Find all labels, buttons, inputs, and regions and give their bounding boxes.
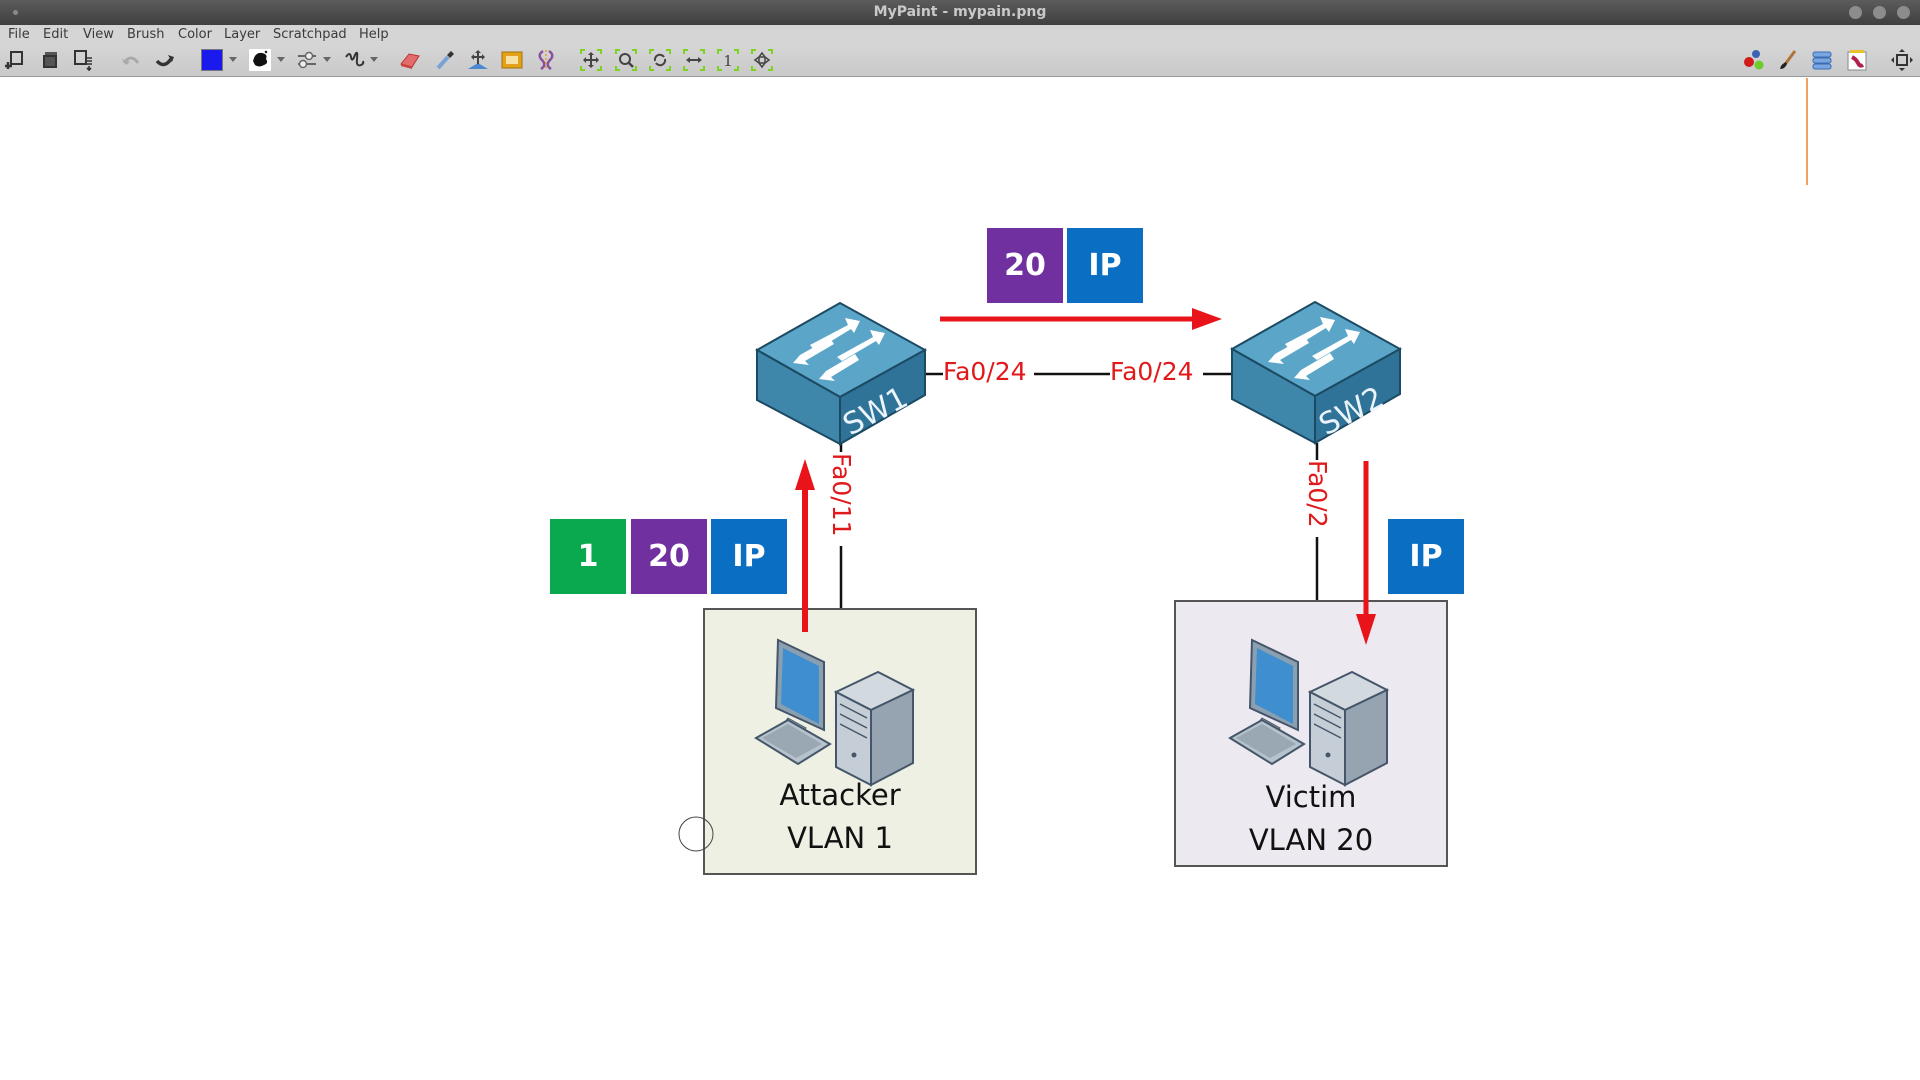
brush-preset-icon — [249, 49, 271, 71]
color-swatch — [201, 49, 223, 71]
menu-edit[interactable]: Edit — [43, 27, 69, 42]
undo-icon — [122, 56, 140, 65]
arrow-attacker-up — [795, 459, 815, 632]
pan-view-button[interactable] — [578, 47, 604, 73]
minimize-button[interactable] — [1849, 6, 1862, 19]
rotate-view-button[interactable] — [647, 47, 673, 73]
attacker-workstation-icon — [755, 639, 914, 786]
frame-button[interactable] — [499, 47, 525, 73]
eraser-button[interactable] — [397, 47, 423, 73]
layers-panel-button[interactable] — [1809, 47, 1835, 73]
arrow-victim-down — [1356, 461, 1376, 645]
brush-settings-button[interactable] — [294, 47, 320, 73]
layer-move-icon — [468, 50, 488, 69]
arrow-trunk-right — [940, 308, 1222, 330]
reset-zoom-icon: 1 — [717, 49, 739, 71]
switch-sw1-icon — [756, 302, 926, 445]
attacker-name: Attacker — [779, 778, 901, 812]
packet-ip: IP — [1388, 519, 1464, 594]
symmetry-icon — [538, 49, 554, 71]
zoom-view-icon — [615, 49, 637, 71]
menu-view[interactable]: View — [83, 27, 114, 42]
brush-settings-icon — [298, 51, 316, 69]
redo-icon — [155, 55, 174, 67]
fit-view-button[interactable] — [749, 47, 775, 73]
zoom-view-button[interactable] — [613, 47, 639, 73]
attacker-box: Attacker VLAN 1 — [703, 608, 977, 875]
victim-vlan: VLAN 20 — [1248, 823, 1374, 857]
fullscreen-icon — [1891, 49, 1913, 71]
svg-text:1: 1 — [723, 52, 733, 70]
stroke-icon — [345, 51, 365, 67]
new-icon — [5, 51, 23, 69]
redo-button[interactable] — [152, 47, 178, 73]
switch-sw2-icon — [1231, 301, 1401, 444]
mirror-view-icon — [683, 49, 705, 71]
frame-icon — [501, 51, 523, 69]
switch-sw1: SW1 — [756, 302, 926, 445]
save-icon — [74, 50, 92, 71]
drawing-canvas[interactable] — [0, 77, 1920, 1080]
color-dropdown-arrow[interactable] — [229, 57, 237, 62]
menu-color[interactable]: Color — [178, 27, 212, 42]
packet-tag-vlan-1: 1 — [550, 519, 626, 594]
packet-ip: IP — [1067, 228, 1143, 303]
save-button[interactable] — [71, 47, 97, 73]
menu-brush[interactable]: Brush — [127, 27, 165, 42]
undo-button[interactable] — [118, 47, 144, 73]
fullscreen-button[interactable] — [1889, 47, 1915, 73]
menu-file[interactable]: File — [8, 27, 30, 42]
window-menu-dot[interactable] — [13, 10, 18, 15]
main-toolbar: 1 — [0, 44, 1920, 77]
color-picker-button[interactable] — [432, 47, 458, 73]
packet-tag-vlan-20: 20 — [987, 228, 1063, 303]
maximize-button[interactable] — [1873, 6, 1886, 19]
open-icon — [43, 52, 57, 68]
port-label-sw2-fa0-2: Fa0/2 — [1303, 460, 1332, 528]
open-button[interactable] — [37, 47, 63, 73]
title-bar: MyPaint - mypain.png — [0, 0, 1920, 25]
window-title: MyPaint - mypain.png — [873, 4, 1047, 20]
pan-view-icon — [580, 49, 602, 71]
packet-tag-vlan-20: 20 — [631, 519, 707, 594]
brush-settings-dropdown-arrow[interactable] — [323, 57, 331, 62]
scratchpad-panel-button[interactable] — [1844, 47, 1870, 73]
brush-cursor — [678, 816, 714, 852]
brushes-panel-button[interactable] — [1775, 47, 1801, 73]
scratchpad-panel-icon — [1847, 50, 1867, 71]
menu-scratchpad[interactable]: Scratchpad — [273, 27, 347, 42]
stroke-dropdown-arrow[interactable] — [370, 57, 378, 62]
brush-preset-button[interactable] — [247, 47, 273, 73]
victim-name: Victim — [1265, 780, 1357, 814]
menu-help[interactable]: Help — [359, 27, 389, 42]
fit-view-icon — [751, 49, 773, 71]
victim-workstation-icon — [1229, 639, 1388, 786]
rotate-view-icon — [649, 49, 671, 71]
menu-layer[interactable]: Layer — [224, 27, 261, 42]
new-button[interactable] — [2, 47, 28, 73]
port-label-sw2-fa0-24: Fa0/24 — [1110, 357, 1194, 386]
close-button[interactable] — [1897, 6, 1910, 19]
packet-ip: IP — [711, 519, 787, 594]
reset-zoom-button[interactable]: 1 — [715, 47, 741, 73]
mirror-view-button[interactable] — [681, 47, 707, 73]
port-label-sw1-fa0-24: Fa0/24 — [943, 357, 1027, 386]
menu-bar: File Edit View Brush Color Layer Scratch… — [0, 25, 1920, 44]
layer-move-button[interactable] — [465, 47, 491, 73]
stroke-button[interactable] — [342, 47, 368, 73]
eraser-icon — [400, 53, 420, 69]
color-picker-icon — [436, 51, 454, 70]
attacker-vlan: VLAN 1 — [787, 821, 893, 855]
color-button[interactable] — [199, 47, 225, 73]
colors-panel-icon — [1744, 50, 1764, 70]
colors-panel-button[interactable] — [1741, 47, 1767, 73]
brush-preset-dropdown-arrow[interactable] — [277, 57, 285, 62]
switch-sw2: SW2 — [1231, 301, 1401, 444]
symmetry-button[interactable] — [533, 47, 559, 73]
port-label-sw1-fa0-11: Fa0/11 — [827, 453, 856, 537]
layers-panel-icon — [1812, 51, 1832, 70]
brushes-panel-icon — [1780, 50, 1797, 69]
